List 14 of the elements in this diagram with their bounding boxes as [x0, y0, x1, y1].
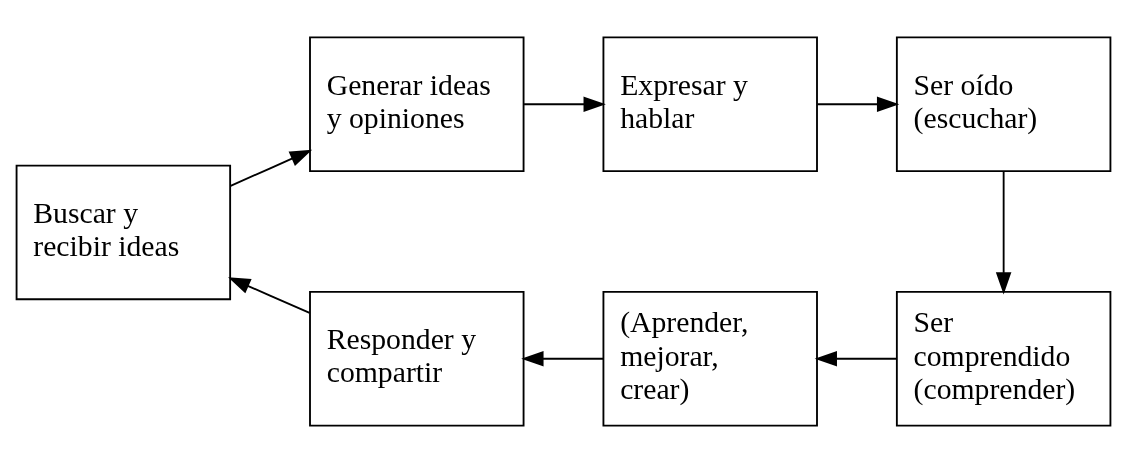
arrow — [523, 95, 606, 112]
node-box: Ser comprendido (comprender) — [895, 290, 1112, 426]
node-box: Ser oído (escuchar) — [895, 36, 1112, 172]
node-box: (Aprender, mejorar, crear) — [602, 290, 818, 426]
arrow — [814, 350, 898, 367]
arrow — [816, 95, 900, 112]
node-box: Responder y compartir — [309, 290, 525, 426]
arrow — [229, 149, 313, 187]
node-box: Buscar y recibir ideas — [15, 164, 232, 300]
node-box: Generar ideas y opiniones — [309, 36, 525, 172]
node-box: Expresar y hablar — [602, 36, 818, 172]
arrow — [521, 350, 604, 367]
arrow — [228, 276, 311, 314]
arrow — [995, 170, 1012, 294]
